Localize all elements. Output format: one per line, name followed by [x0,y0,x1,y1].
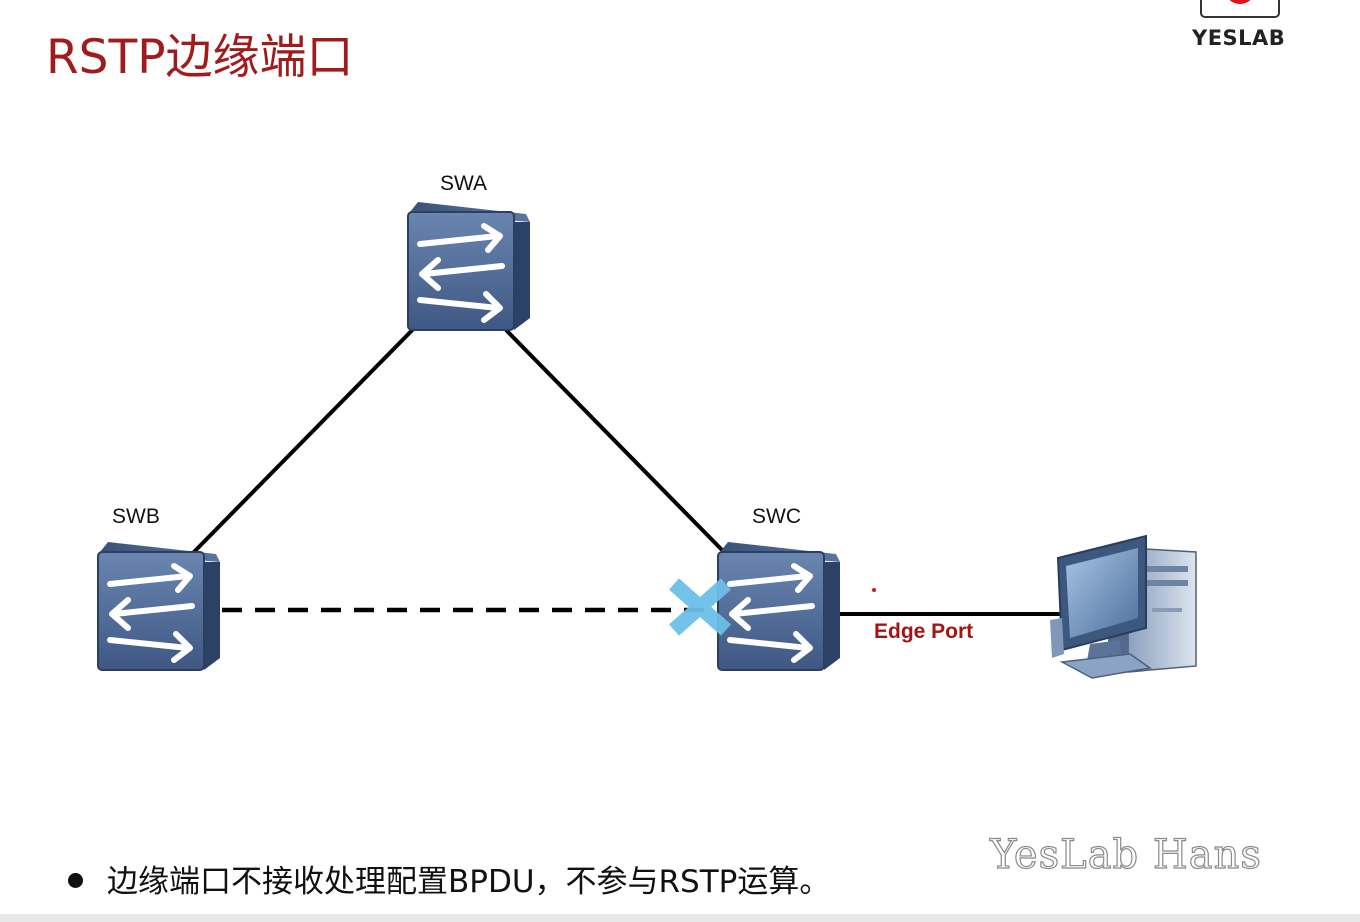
node-label-swb: SWB [112,505,160,528]
logo-mark [1200,0,1280,18]
bullet-text: 边缘端口不接收处理配置BPDU，不参与RSTP运算。 [107,864,831,900]
blocked-port-icon [669,578,731,636]
node-label-swc: SWC [752,505,801,528]
link-swa-swb [188,308,434,558]
slide-title: RSTP边缘端口 [46,30,354,85]
bottom-bar [0,914,1360,922]
switch-icon-swa [408,202,530,330]
switch-icon-swc [718,542,840,670]
logo-dot [1226,0,1254,4]
pointer-dot [872,588,876,592]
watermark: YesLab Hans [989,831,1262,878]
computer-icon [1050,534,1197,679]
bullet-point: 边缘端口不接收处理配置BPDU，不参与RSTP运算。 [68,856,830,901]
logo-text: YESLAB [1192,26,1286,50]
edge-port-label: Edge Port [874,620,974,643]
link-swa-swc [504,328,726,554]
node-label-swa: SWA [440,172,488,195]
bullet-dot [68,873,83,888]
yeslab-logo: YESLAB [1186,0,1294,60]
switch-icon-swb [98,542,220,670]
